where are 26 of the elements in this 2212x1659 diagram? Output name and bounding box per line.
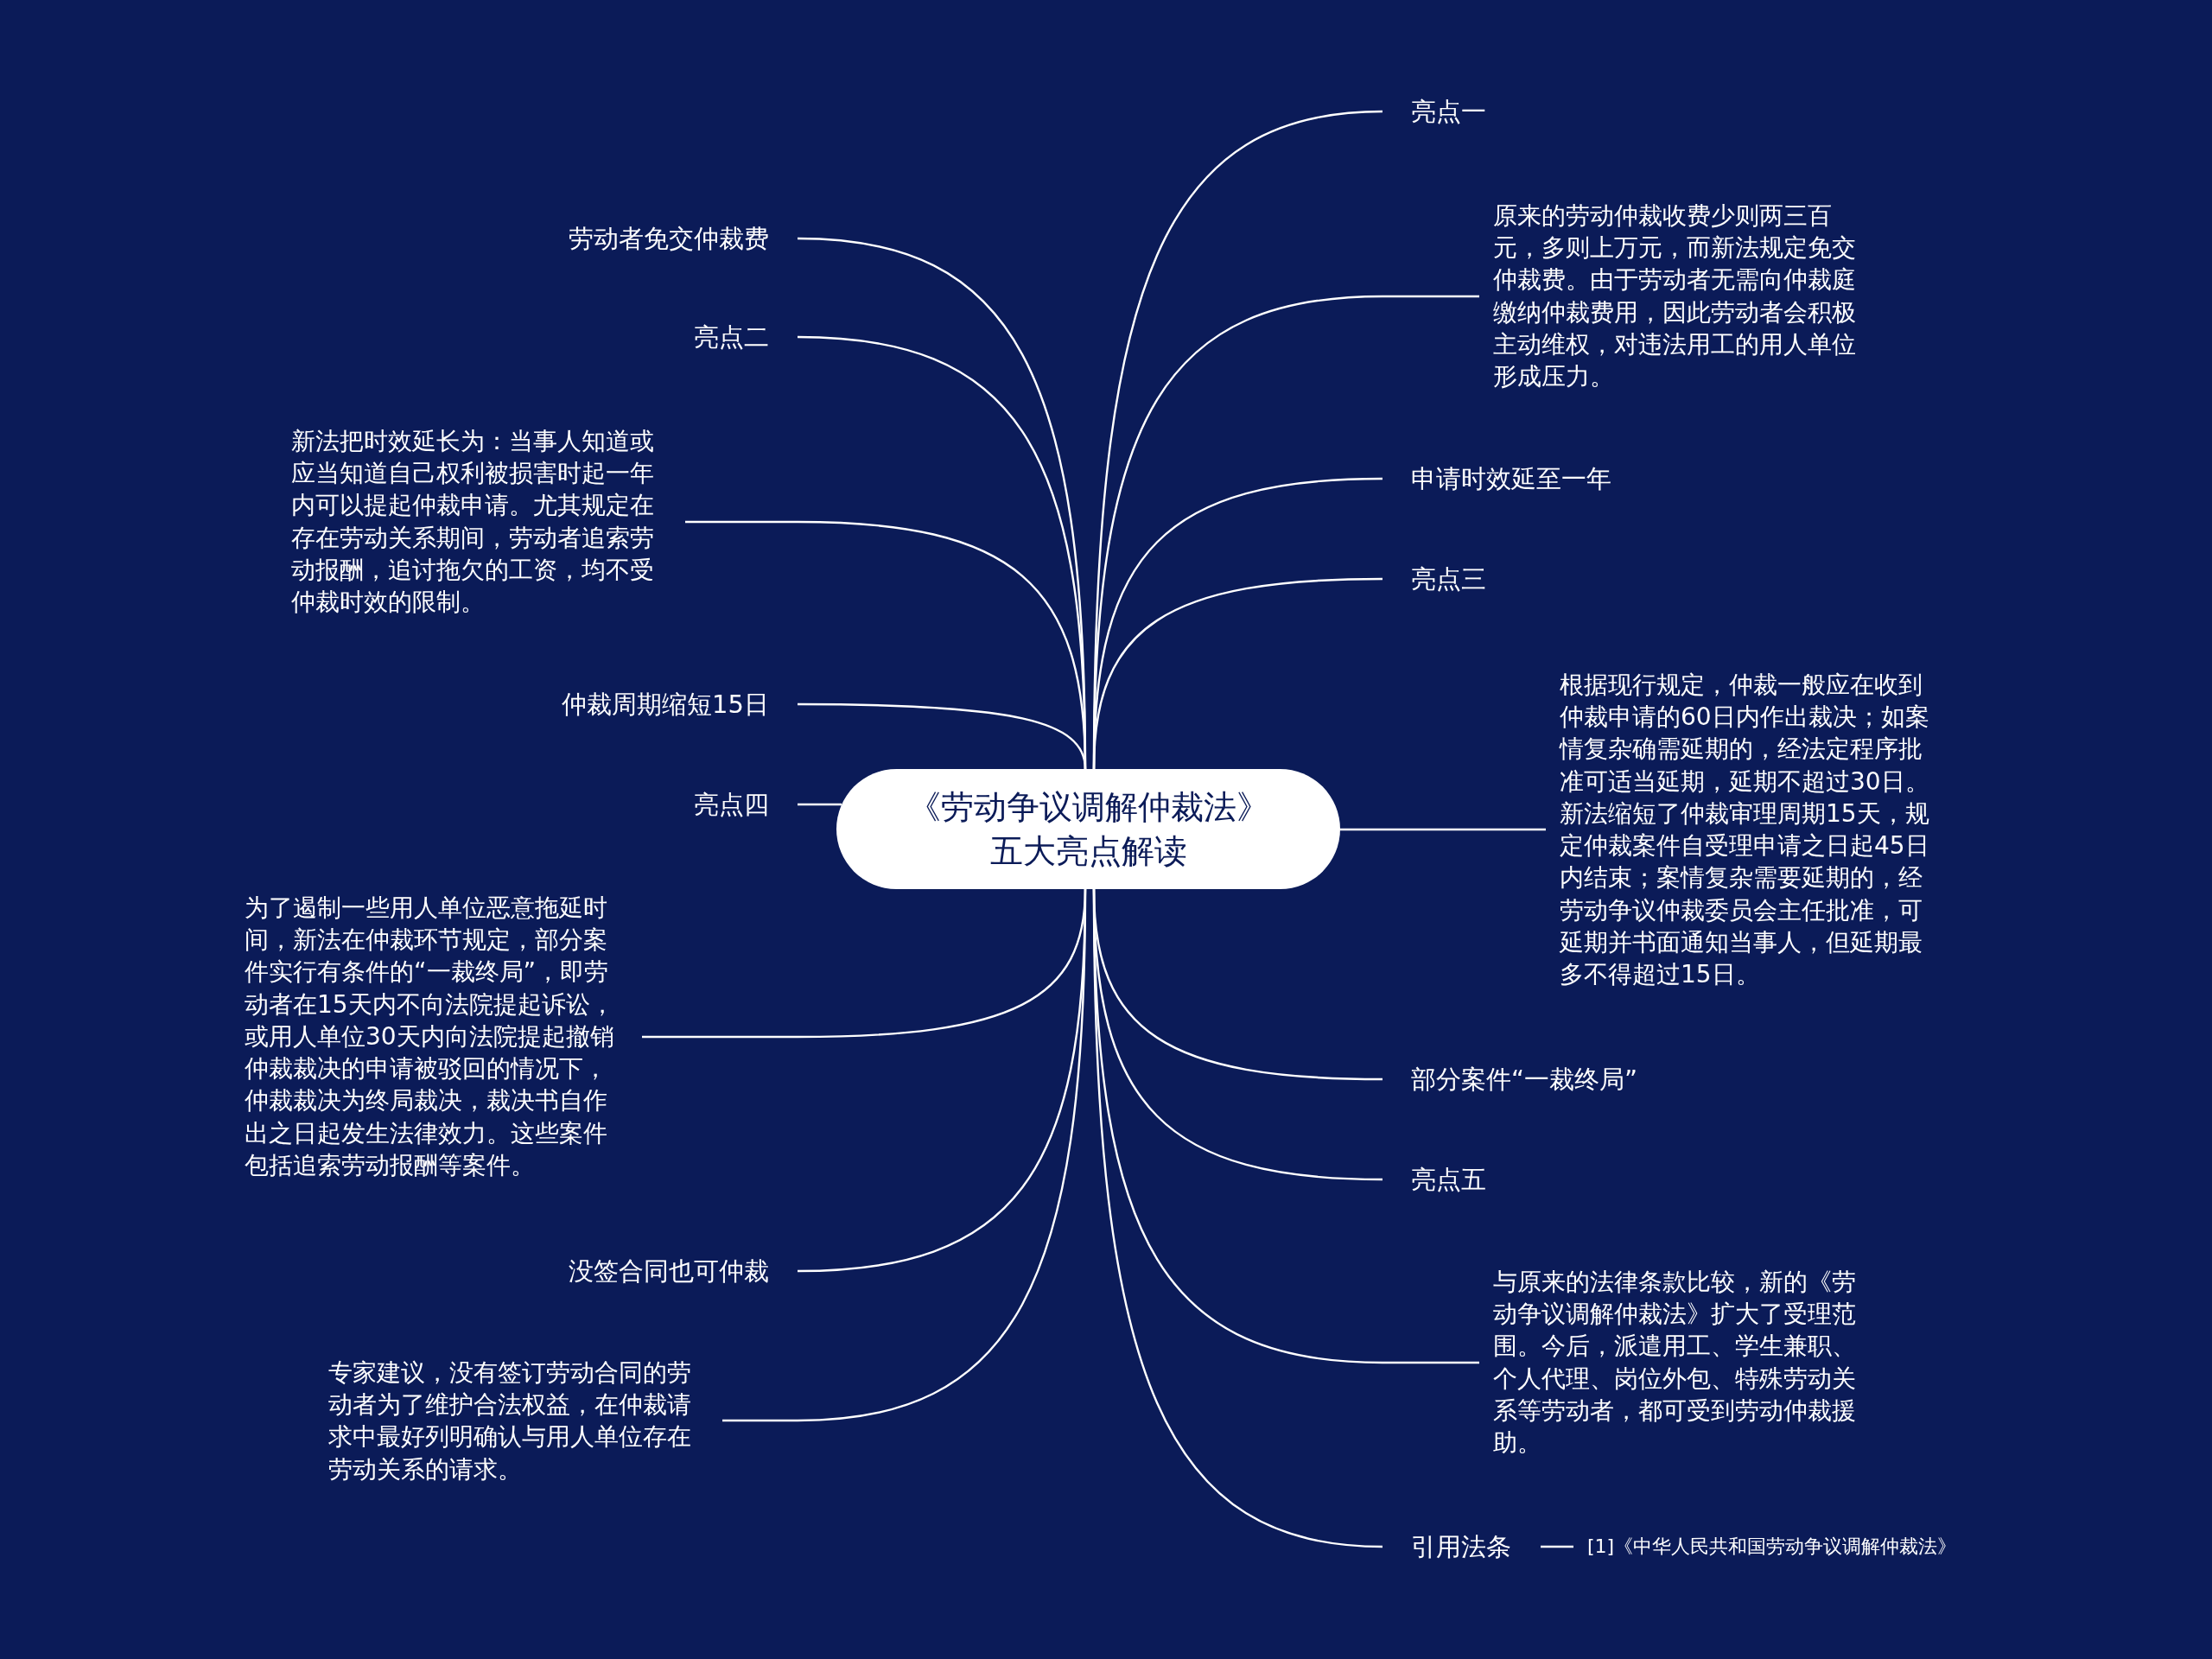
- branch-label: 劳动者免交仲裁费: [569, 221, 798, 256]
- branch-label: 部分案件“一裁终局”: [1382, 1062, 1638, 1096]
- branch-label: 引用法条: [1382, 1529, 1541, 1564]
- branch-label: 申请时效延至一年: [1382, 461, 1611, 496]
- connector-line: [722, 889, 1087, 1422]
- branch-label: 亮点二: [694, 320, 798, 354]
- note-text: 原来的劳动仲裁收费少则两三百元，多则上万元，而新法规定免交仲裁费。由于劳动者无需向仲裁庭缴纳仲裁费用，因此劳动者会积极主动维权，对违法用工的用人单位形成压力。: [1479, 200, 1873, 393]
- note-text: 为了遏制一些用人单位恶意拖延时间，新法在仲裁环节规定，部分案件实行有条件的“一裁终局”，即劳动者在15天内不向法院提起诉讼，或用人单位30天内向法院提起撤销仲裁裁决的申请被驳回的情况下，仲裁裁决为终局裁决，裁决书自作出之日起发生法律效力。这些案件包括追索劳动报酬等案件。: [245, 892, 642, 1182]
- branch-label: 没签合同也可仲裁: [569, 1254, 798, 1288]
- branch-label: 亮点三: [1382, 562, 1486, 596]
- note-text: 与原来的法律条款比较，新的《劳动争议调解仲裁法》扩大了受理范围。今后，派遣用工、学生兼职、个人代理、岗位外包、特殊劳动关系等劳动者，都可受到劳动仲裁援助。: [1479, 1266, 1873, 1459]
- branch-label: 亮点一: [1382, 94, 1486, 129]
- connector-line: [1092, 577, 1383, 770]
- connector-line: [1092, 889, 1383, 1548]
- note-text: 根据现行规定，仲裁一般应在收到仲裁申请的60日内作出裁决；如案情复杂确需延期的，经法定程序批准可适当延期，延期不超过30日。新法缩短了仲裁审理周期15天，规定仲裁案件自受理申请之日起45日内结束；案情复杂需要延期的，经劳动争议仲裁委员会主任批准，可延期并书面通知当事人，但延期最多不得超过15日。: [1546, 668, 1943, 991]
- connector-line: [1340, 828, 1546, 831]
- citation-text: [1]《中华人民共和国劳动争议调解仲裁法》: [1573, 1534, 1957, 1560]
- note-text: 专家建议，没有签订劳动合同的劳动者为了维护合法权益，在仲裁请求中最好列明确认与用人单位存在劳动关系的请求。: [328, 1356, 722, 1485]
- connector-line: [1541, 1545, 1573, 1548]
- branch-label: 仲裁周期缩短15日: [562, 687, 798, 721]
- branch-label: 亮点五: [1382, 1162, 1486, 1197]
- title-pill: 《劳动争议调解仲裁法》五大亮点解读: [836, 769, 1340, 889]
- connector-line: [798, 803, 842, 806]
- note-text: 新法把时效延长为：当事人知道或应当知道自己权利被损害时起一年内可以提起仲裁申请。尤其规定在存在劳动关系期间，劳动者追索劳动报酬，追讨拖欠的工资，均不受仲裁时效的限制。: [291, 425, 685, 619]
- branch-label: 亮点四: [694, 787, 798, 822]
- connector-line: [798, 702, 1087, 770]
